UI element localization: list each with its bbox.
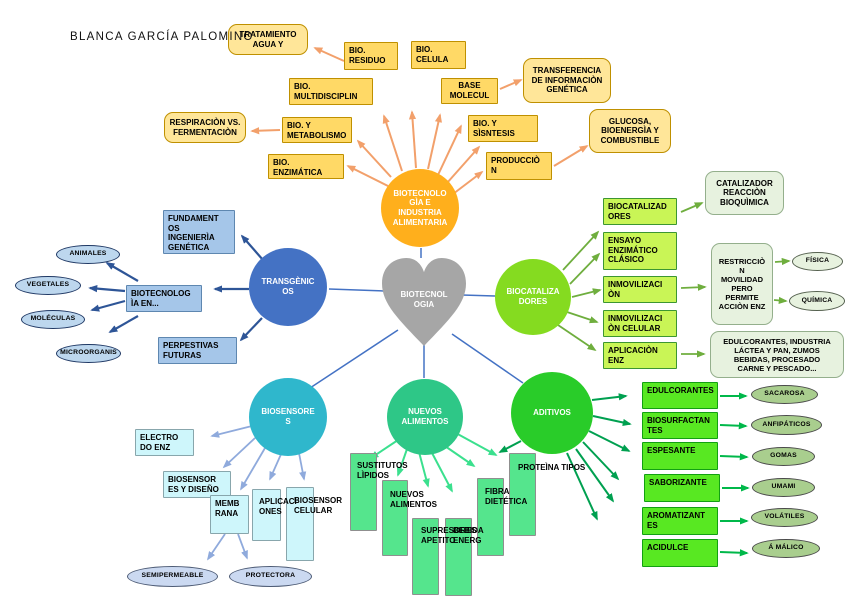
edge-37 (396, 448, 408, 477)
edge-2 (382, 114, 403, 172)
edge-27 (774, 257, 791, 266)
edge-56 (328, 288, 385, 292)
edge-21 (571, 288, 602, 298)
edge-40 (441, 443, 476, 468)
edge-5 (437, 124, 462, 176)
edge-29 (210, 425, 253, 438)
edge-43 (592, 415, 632, 426)
edge-36 (369, 439, 399, 459)
edge-8 (313, 47, 345, 62)
edge-28 (773, 296, 788, 304)
edge-57 (461, 294, 496, 297)
edge-54 (719, 549, 749, 557)
edge-47 (566, 452, 598, 521)
edge-41 (453, 431, 498, 456)
edge-58 (309, 329, 399, 389)
edge-30 (222, 437, 256, 469)
edge-46 (575, 448, 615, 503)
edge-11 (553, 145, 589, 167)
edge-12 (240, 234, 264, 261)
edge-39 (430, 450, 453, 493)
edge-38 (418, 451, 430, 488)
edge-34 (206, 533, 226, 561)
edge-51 (719, 453, 749, 461)
edge-19 (562, 230, 600, 271)
edge-33 (298, 452, 307, 481)
edge-44 (588, 430, 631, 452)
author-title: BLANCA GARCÍA PALOMINO (70, 31, 254, 43)
edge-35 (237, 533, 248, 560)
edge-15 (105, 262, 139, 282)
edge-32 (269, 451, 283, 481)
edge-4 (427, 113, 442, 170)
edge-31 (240, 447, 266, 491)
edge-22 (566, 311, 599, 324)
edge-18 (108, 315, 139, 333)
edge-23 (557, 324, 597, 352)
edge-45 (582, 441, 620, 481)
edge-24 (680, 202, 704, 213)
edge-3 (408, 110, 417, 169)
edge-10 (499, 79, 523, 90)
edge-17 (90, 299, 126, 312)
edge-0 (346, 165, 389, 187)
edge-50 (719, 422, 748, 430)
biotecnologia-heart (382, 258, 466, 346)
edge-7 (452, 170, 484, 195)
edge-60 (451, 333, 524, 384)
edge-48 (498, 440, 522, 453)
edge-25 (680, 283, 707, 291)
edge-9 (250, 127, 281, 135)
edge-42 (591, 393, 628, 401)
edge-14 (239, 317, 263, 342)
edge-16 (88, 285, 126, 293)
edge-20 (569, 252, 601, 285)
edge-1 (356, 139, 392, 178)
